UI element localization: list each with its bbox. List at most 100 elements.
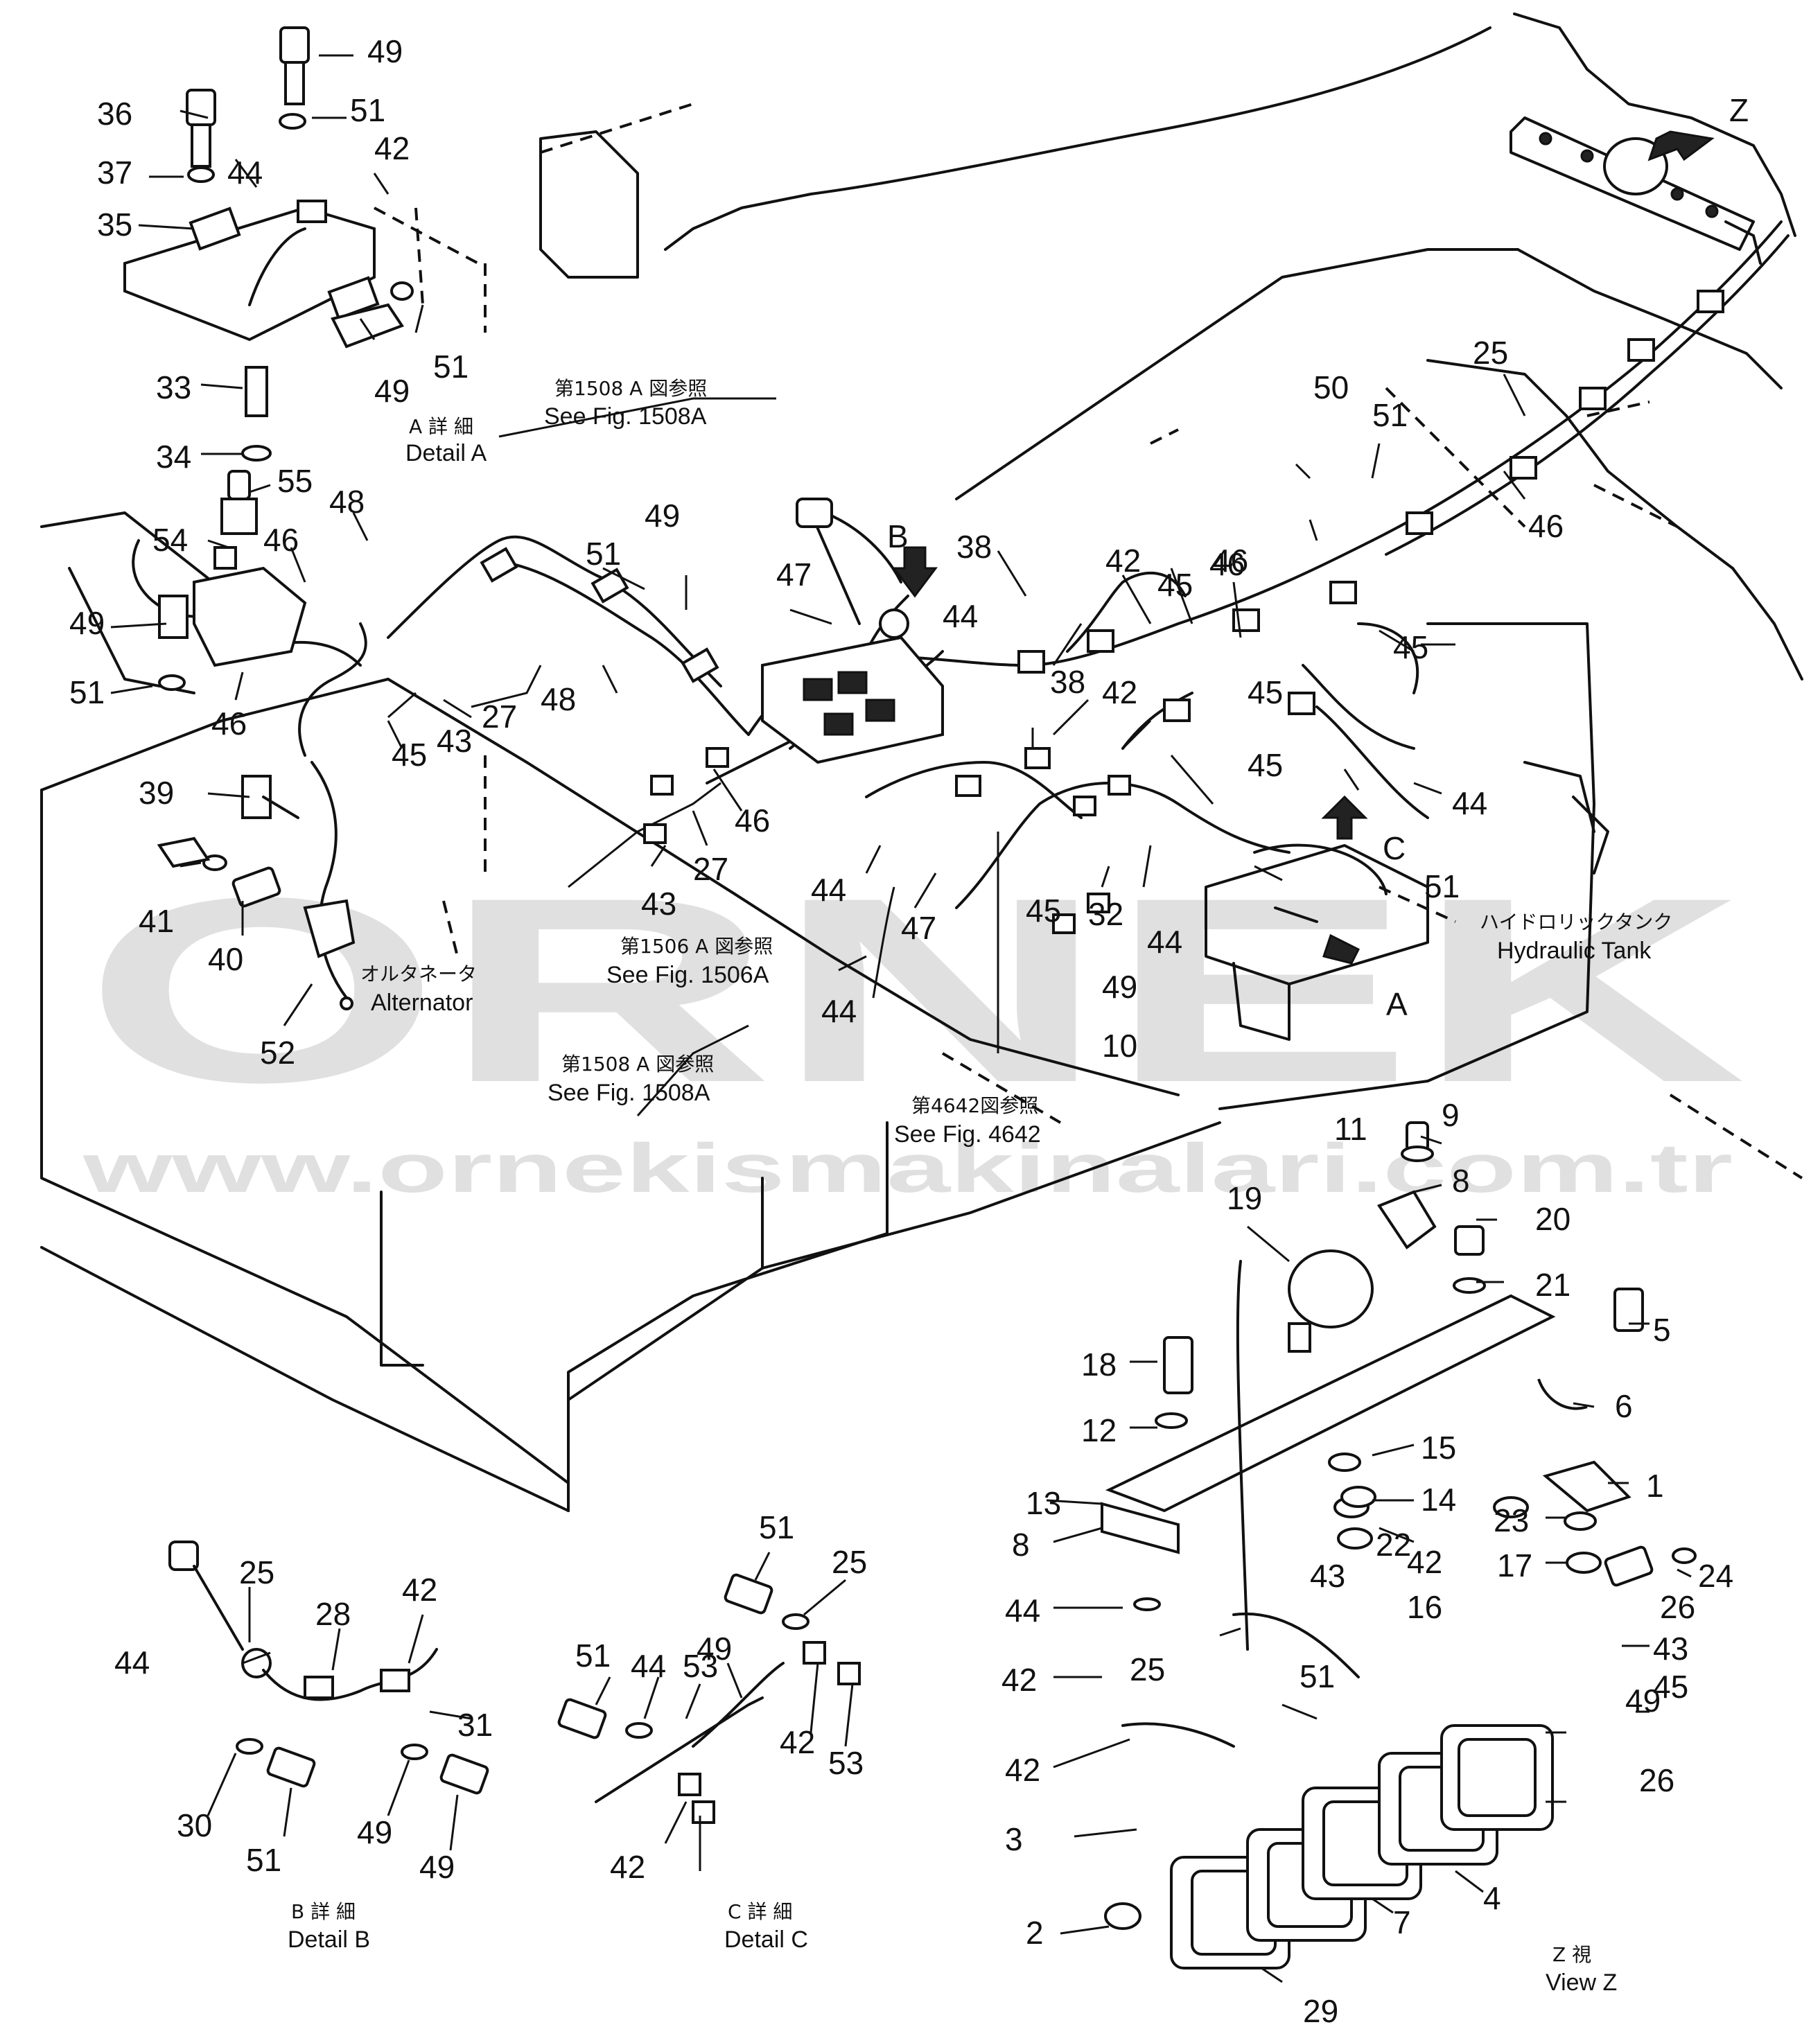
callout: 42: [610, 1849, 645, 1885]
callout: 12: [1081, 1412, 1117, 1448]
callout: 49: [697, 1631, 732, 1667]
callout: 42: [374, 130, 410, 166]
callout: 49: [1625, 1683, 1661, 1719]
callout: 51: [1300, 1658, 1335, 1694]
callout: 45: [1653, 1669, 1688, 1705]
callout: 22: [1376, 1527, 1411, 1563]
detail-c-jp: C 詳 細: [728, 1900, 792, 1923]
callout: 42: [1001, 1662, 1037, 1698]
callout: 44: [821, 993, 857, 1029]
view-z-assembly: [1101, 1121, 1697, 1969]
callout: 45: [1157, 567, 1193, 603]
callout: 51: [759, 1509, 794, 1545]
detail-b-assembly: [168, 1541, 489, 1795]
callout: 51: [246, 1842, 281, 1878]
watermark-brand: ORNEK: [83, 843, 1747, 1137]
alternator-label: Alternator: [371, 990, 473, 1016]
callout: 44: [943, 598, 978, 634]
callout: 44: [811, 872, 846, 908]
arrow-c: [1321, 795, 1368, 840]
callout: 46: [1213, 543, 1248, 579]
callout: 42: [1105, 543, 1141, 579]
arrow-b: [892, 546, 938, 598]
callout: 45: [1248, 747, 1283, 783]
callout: 11: [1334, 1111, 1367, 1147]
callout: 15: [1421, 1430, 1456, 1466]
leader-lines: [110, 54, 1692, 1983]
callout: 49: [357, 1814, 392, 1850]
alternator-assembly: [157, 470, 356, 1010]
callout: 44: [1452, 785, 1487, 821]
callout: 1: [1646, 1468, 1664, 1504]
watermark: ORNEK www.ornekismakinalari.com.tr: [82, 843, 1747, 1207]
callout: 38: [1050, 664, 1085, 700]
callout: 49: [69, 605, 105, 641]
callout: 52: [260, 1035, 295, 1071]
callout: 19: [1227, 1180, 1262, 1216]
callout: 10: [1102, 1028, 1137, 1064]
callout: 43: [437, 723, 472, 759]
alternator-jp: オルタネータ: [360, 963, 477, 985]
callout: 53: [683, 1648, 718, 1684]
callout: 24: [1698, 1558, 1733, 1594]
callout: 49: [645, 498, 680, 534]
detail-b-label: Detail B: [288, 1927, 370, 1953]
callout: 46: [735, 802, 770, 839]
callout: 25: [1130, 1651, 1165, 1687]
callout: 45: [392, 737, 427, 773]
callout: 51: [350, 92, 385, 128]
callout: 49: [1102, 969, 1137, 1005]
view-letter-z: Z: [1729, 92, 1749, 128]
callout: 44: [227, 155, 263, 191]
callout: 20: [1535, 1201, 1570, 1237]
callout: 51: [575, 1638, 611, 1674]
callout: 34: [156, 439, 191, 475]
callout: 40: [208, 941, 243, 977]
callout: 33: [156, 369, 191, 405]
callout: 53: [828, 1745, 864, 1781]
callout: 6: [1615, 1388, 1633, 1424]
callout: 38: [956, 529, 992, 565]
callout: 43: [1310, 1558, 1345, 1594]
hydraulic-tank-label: Hydraulic Tank: [1497, 938, 1652, 964]
callout: 48: [541, 681, 576, 717]
arrow-z: [1647, 130, 1715, 161]
callout: 45: [1248, 674, 1283, 710]
callout: 45: [1026, 893, 1061, 929]
hydraulic-tank: [1205, 843, 1429, 1041]
callout: 46: [1209, 546, 1245, 582]
callout: 51: [1372, 397, 1408, 433]
machine-frame: [40, 12, 1803, 1512]
callout: 25: [239, 1554, 274, 1590]
work-lamps: [1170, 1724, 1554, 1969]
arrow-a: [1322, 933, 1360, 965]
callout: 8: [1012, 1527, 1030, 1563]
callout: 32: [1088, 896, 1123, 932]
callout: 42: [1005, 1752, 1040, 1788]
callout: 44: [1005, 1592, 1040, 1629]
view-letters: Z B C A: [887, 92, 1749, 1022]
callout: 21: [1535, 1267, 1570, 1303]
ref-4642: See Fig. 4642: [894, 1121, 1041, 1148]
watermark-url: www.ornekismakinalari.com.tr: [82, 1130, 1733, 1207]
view-letter-a: A: [1386, 986, 1408, 1022]
detail-b-jp: B 詳 細: [291, 1900, 356, 1923]
callout: 50: [1313, 369, 1349, 405]
view-z-label: View Z: [1546, 1969, 1617, 1996]
callout: 45: [1393, 629, 1428, 665]
ref-4642-jp: 第4642図参照: [911, 1094, 1038, 1117]
callout: 43: [1653, 1631, 1688, 1667]
view-z-jp: Z 視: [1552, 1943, 1591, 1966]
callout: 44: [631, 1648, 666, 1684]
callout: 51: [586, 536, 621, 572]
rear-bracket: [1510, 116, 1762, 265]
callout: 43: [641, 886, 676, 922]
view-letter-c: C: [1383, 830, 1406, 866]
view-letter-b: B: [887, 518, 909, 554]
callout: 25: [1473, 335, 1508, 371]
callout: 49: [419, 1849, 455, 1885]
ref-1506a-jp: 第1506 A 図参照: [620, 935, 773, 958]
callout: 8: [1452, 1163, 1470, 1199]
callout: 41: [139, 903, 174, 939]
callout: 14: [1421, 1482, 1456, 1518]
